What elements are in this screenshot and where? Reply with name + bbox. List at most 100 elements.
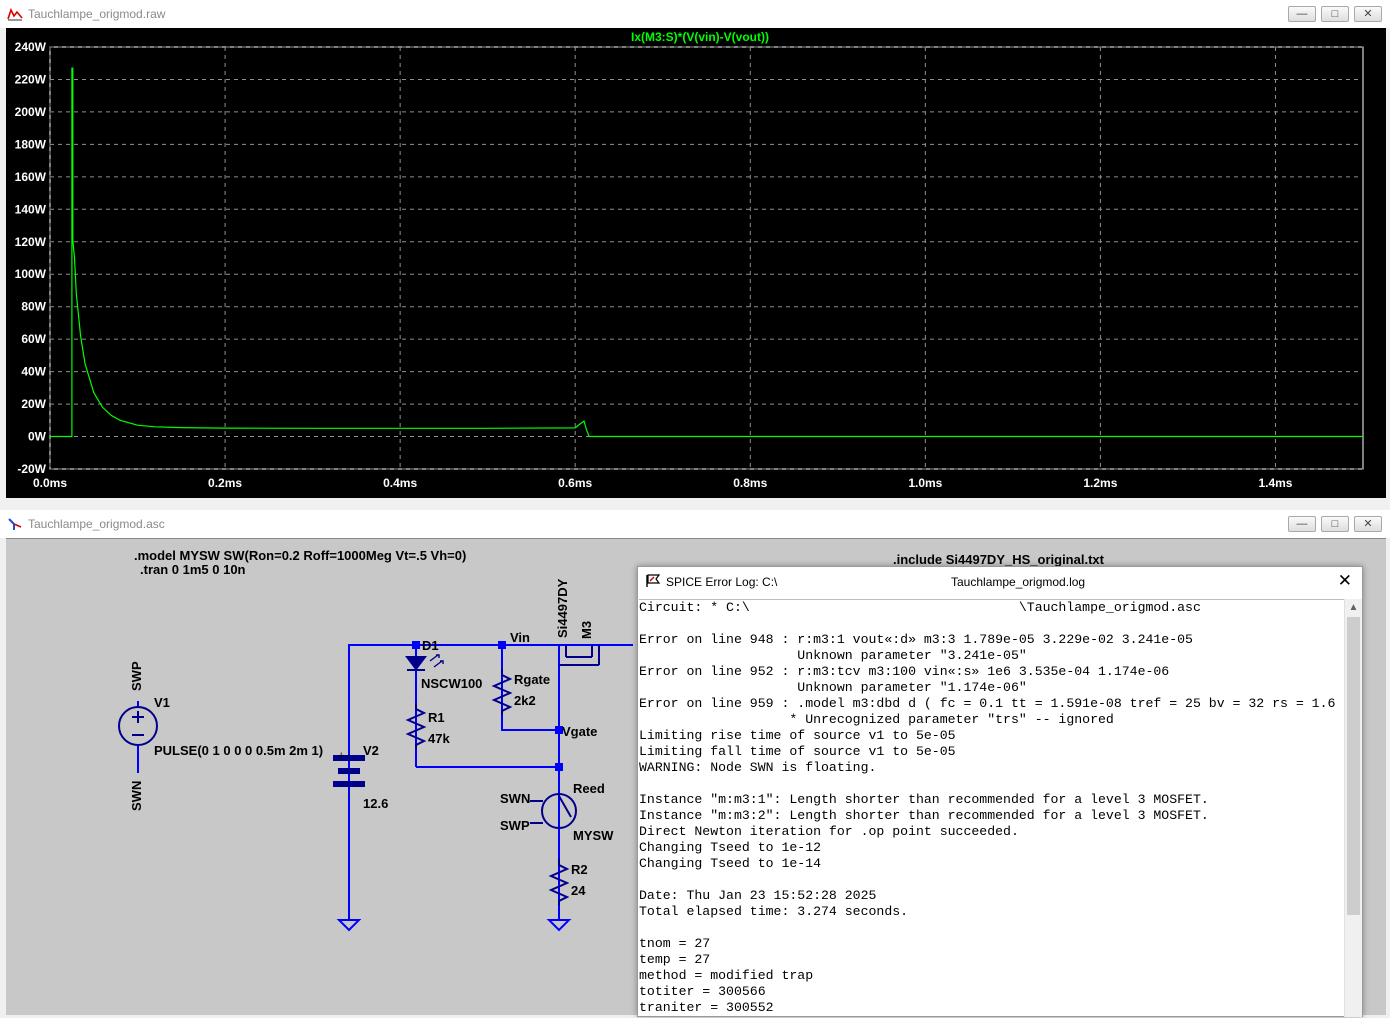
- maximize-button[interactable]: □: [1321, 6, 1349, 22]
- log-line: [639, 616, 1345, 632]
- reed-switch-symbol[interactable]: [530, 793, 577, 829]
- log-line: totiter = 300566: [639, 984, 766, 999]
- x-tick-label: 0.4ms: [383, 476, 417, 490]
- schematic-app-icon: [8, 518, 22, 530]
- minimize-button[interactable]: —: [1288, 6, 1316, 22]
- y-tick-label: 140W: [15, 202, 47, 216]
- vgate-net-label[interactable]: Vgate: [562, 724, 598, 739]
- y-tick-label: 180W: [15, 137, 47, 151]
- v1-value[interactable]: PULSE(0 1 0 0 0 0.5m 2m 1): [154, 743, 324, 758]
- log-line: Unknown parameter "3.241e-05": [639, 648, 1027, 663]
- log-line: [639, 872, 1345, 888]
- close-button[interactable]: ✕: [1354, 516, 1382, 532]
- y-tick-label: 240W: [15, 40, 47, 54]
- log-line: Changing Tseed to 1e-12: [639, 840, 822, 855]
- close-icon: ✕: [1363, 518, 1373, 530]
- scroll-thumb[interactable]: [1347, 617, 1360, 915]
- vin-net-label[interactable]: Vin: [510, 630, 530, 645]
- rgate-resistor-symbol[interactable]: [491, 669, 513, 715]
- log-line: Total elapsed time: 3.274 seconds.: [639, 904, 909, 919]
- r2-value[interactable]: 24: [571, 883, 586, 898]
- swn-net-label[interactable]: SWN: [129, 780, 144, 811]
- close-button[interactable]: ✕: [1354, 6, 1382, 22]
- y-tick-label: 40W: [21, 365, 46, 379]
- close-icon[interactable]: ✕: [1337, 571, 1352, 590]
- x-tick-label: 0.6ms: [558, 476, 592, 490]
- reed-model-label[interactable]: MYSW: [573, 828, 614, 843]
- log-line: Circuit: * C:\ \Tauchlampe_origmod.asc: [639, 600, 1201, 615]
- error-log-titlebar[interactable]: SPICE Error Log: C:\ Tauchlampe_origmod.…: [638, 567, 1362, 597]
- swp-net-label[interactable]: SWP: [129, 661, 144, 691]
- v2-label[interactable]: V2: [363, 743, 379, 758]
- m3-model-label[interactable]: Si4497DY: [555, 578, 570, 638]
- v2-battery-symbol[interactable]: +: [333, 701, 365, 787]
- v1-label[interactable]: V1: [154, 695, 170, 710]
- rgate-value[interactable]: 2k2: [514, 693, 536, 708]
- log-line: Unknown parameter "1.174e-06": [639, 680, 1027, 695]
- d1-led-symbol[interactable]: [405, 654, 444, 671]
- minimize-button[interactable]: —: [1288, 516, 1316, 532]
- waveform-window-title: Tauchlampe_origmod.raw: [28, 7, 166, 21]
- error-log-file: Tauchlampe_origmod.log: [951, 575, 1086, 589]
- reed-swp-label[interactable]: SWP: [500, 818, 530, 833]
- svg-text:+: +: [338, 750, 344, 762]
- reed-swn-label[interactable]: SWN: [500, 791, 531, 806]
- v1-source-symbol[interactable]: [118, 706, 158, 746]
- waveform-plot[interactable]: 240W220W200W180W160W140W120W100W80W60W40…: [6, 28, 1386, 498]
- reed-label[interactable]: Reed: [573, 781, 605, 796]
- error-log-scrollbar[interactable]: ▲: [1344, 599, 1362, 1017]
- log-line: [639, 920, 1345, 936]
- v2-value[interactable]: 12.6: [363, 796, 389, 811]
- spice-error-log-dialog: SPICE Error Log: C:\ Tauchlampe_origmod.…: [637, 566, 1363, 1017]
- include-directive[interactable]: .include Si4497DY_HS_original.txt: [893, 552, 1104, 567]
- x-tick-label: 1.2ms: [1083, 476, 1117, 490]
- r2-label[interactable]: R2: [571, 862, 588, 877]
- maximize-button[interactable]: □: [1321, 516, 1349, 532]
- r1-resistor-symbol[interactable]: [405, 703, 427, 749]
- y-tick-label: 120W: [15, 235, 47, 249]
- scroll-up-icon[interactable]: ▲: [1348, 602, 1359, 613]
- y-tick-label: 0W: [28, 430, 47, 444]
- r2-resistor-symbol[interactable]: [548, 859, 570, 905]
- log-line: Limiting rise time of source v1 to 5e-05: [639, 728, 956, 743]
- y-tick-label: 160W: [15, 170, 47, 184]
- rgate-label[interactable]: Rgate: [514, 672, 551, 687]
- m3-mosfet-symbol[interactable]: [559, 645, 600, 666]
- d1-label[interactable]: D1: [422, 638, 439, 653]
- maximize-icon: □: [1331, 518, 1339, 530]
- d1-model-label[interactable]: NSCW100: [421, 676, 483, 691]
- x-tick-label: 0.0ms: [33, 476, 67, 490]
- model-directive[interactable]: .model MYSW SW(Ron=0.2 Roff=1000Meg Vt=.…: [134, 548, 467, 563]
- x-tick-label: 1.0ms: [908, 476, 942, 490]
- error-log-title: SPICE Error Log: C:\: [666, 575, 778, 589]
- log-line: traniter = 300552: [639, 1000, 774, 1015]
- log-line: Changing Tseed to 1e-14: [639, 856, 822, 871]
- trace-line[interactable]: [50, 67, 1363, 438]
- schematic-titlebar[interactable]: Tauchlampe_origmod.asc — □ ✕: [0, 510, 1390, 538]
- log-line: Instance "m:m3:1": Length shorter than r…: [639, 792, 1209, 807]
- log-line: Limiting fall time of source v1 to 5e-05: [639, 744, 956, 759]
- waveform-titlebar[interactable]: Tauchlampe_origmod.raw — □ ✕: [0, 0, 1390, 28]
- log-line: Instance "m:m3:2": Length shorter than r…: [639, 808, 1209, 823]
- m3-label[interactable]: M3: [579, 620, 594, 639]
- y-tick-label: 200W: [15, 105, 47, 119]
- log-line: tnom = 27: [639, 936, 711, 951]
- y-tick-label: 100W: [15, 267, 47, 281]
- minimize-icon: —: [1296, 8, 1308, 20]
- trace-label[interactable]: Ix(M3:S)*(V(vin)-V(vout)): [631, 30, 769, 44]
- log-line: [639, 776, 1345, 792]
- x-tick-label: 1.4ms: [1258, 476, 1292, 490]
- log-line: * Unrecognized parameter "trs" -- ignore…: [639, 712, 1114, 727]
- maximize-icon: □: [1331, 8, 1339, 20]
- waveform-app-icon: [7, 7, 23, 21]
- tran-directive[interactable]: .tran 0 1m5 0 10n: [140, 562, 246, 577]
- r1-label[interactable]: R1: [428, 710, 445, 725]
- y-tick-label: 20W: [21, 397, 46, 411]
- x-tick-label: 0.8ms: [733, 476, 767, 490]
- y-tick-label: 80W: [21, 300, 46, 314]
- schematic-window-title: Tauchlampe_origmod.asc: [28, 517, 165, 531]
- r1-value[interactable]: 47k: [428, 731, 450, 746]
